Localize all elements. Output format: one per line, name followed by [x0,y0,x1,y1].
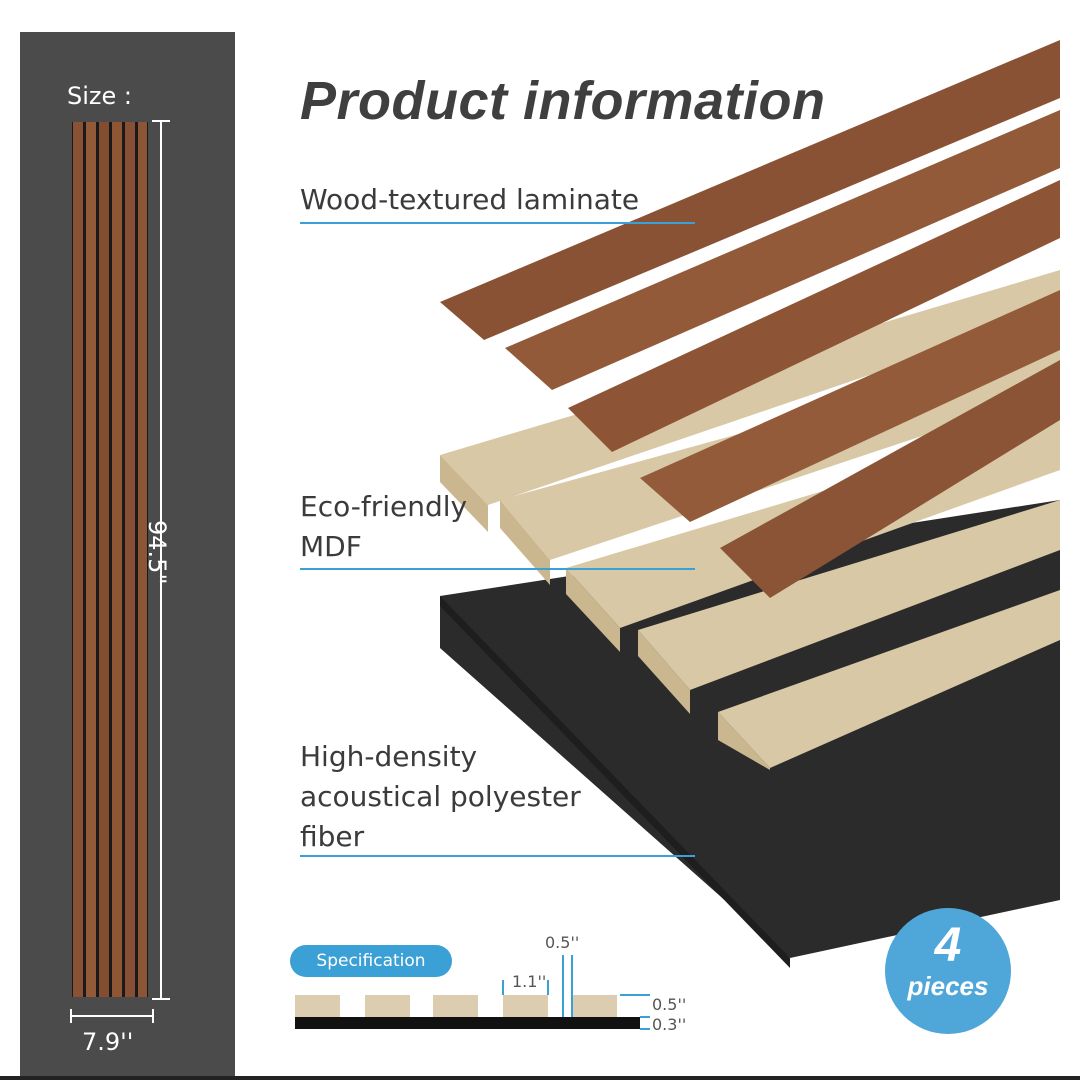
spec-diagram [295,955,650,1030]
fiber-leader-line [300,855,695,857]
mdf-label-line2: MDF [300,530,362,563]
laminate-strips [440,40,1060,598]
pieces-badge: 4 pieces [885,908,1011,1034]
page-title: Product information [300,71,826,131]
slat-gap-label: 1.1'' [512,972,547,991]
fiber-label: High-density acoustical polyester fiber [300,737,581,857]
width-dimension: 7.9'' [82,1028,134,1056]
acoustic-panel-preview [72,122,148,997]
mdf-label: Eco-friendly MDF [300,487,467,567]
specification-badge: Specification [290,945,452,977]
fiber-label-line1: High-density [300,740,478,773]
mdf-label-line1: Eco-friendly [300,490,468,523]
mdf-leader-line [300,568,695,570]
bottom-border [0,1076,1080,1080]
laminate-label-text: Wood-textured laminate [300,183,640,216]
fiber-label-line2: acoustical polyester [300,780,581,813]
size-label: Size : [67,82,132,110]
fiber-label-line3: fiber [300,820,365,853]
pieces-count: 4 [934,919,962,972]
pieces-label: pieces [907,971,989,1001]
felt-thickness-label: 0.3'' [652,1015,687,1034]
laminate-label: Wood-textured laminate [300,180,639,220]
height-dimension-line [152,120,170,1000]
slat-thickness-label: 0.5'' [652,995,687,1014]
slat-top-width-label: 0.5'' [545,933,580,952]
laminate-leader-line [300,222,695,224]
width-dimension-line [70,1009,154,1023]
